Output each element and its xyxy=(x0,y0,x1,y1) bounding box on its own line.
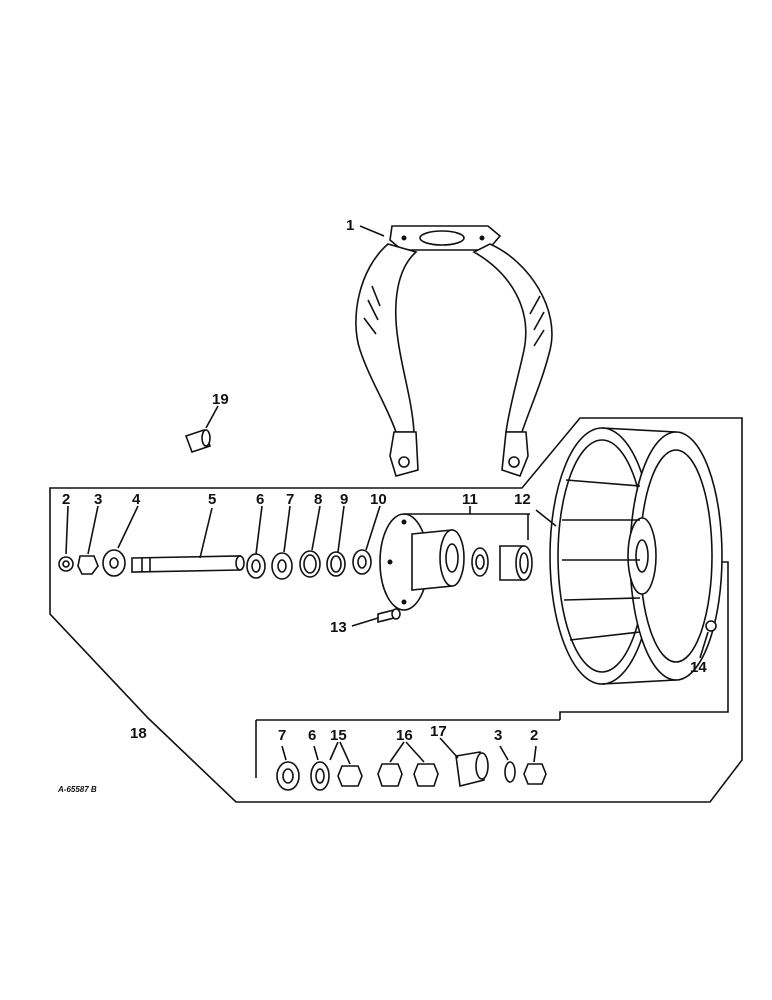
callout-6b: 6 xyxy=(308,727,316,744)
inset-outline xyxy=(255,561,729,778)
axle-5 xyxy=(131,555,245,573)
ring-9 xyxy=(326,551,346,577)
callout-4: 4 xyxy=(132,491,141,508)
fork-yoke xyxy=(355,225,553,477)
bearing-11a xyxy=(471,547,489,577)
nut-2b xyxy=(523,763,547,785)
callout-18: 18 xyxy=(130,725,147,742)
nut-16a xyxy=(377,763,403,787)
spacer-17 xyxy=(455,751,489,787)
nut-15 xyxy=(337,765,363,787)
hub xyxy=(379,513,465,611)
callout-13: 13 xyxy=(330,619,347,636)
callout-3b: 3 xyxy=(494,727,502,744)
callout-7b: 7 xyxy=(278,727,286,744)
callout-17: 17 xyxy=(430,723,447,740)
seal-6b xyxy=(310,761,330,791)
bolt-13 xyxy=(377,608,401,624)
seal-6a xyxy=(246,553,266,579)
washer-3b xyxy=(504,761,516,783)
callout-3a: 3 xyxy=(94,491,102,508)
callout-9: 9 xyxy=(340,491,348,508)
callout-7a: 7 xyxy=(286,491,294,508)
bushing xyxy=(184,428,212,454)
callout-5: 5 xyxy=(208,491,216,508)
leader-lines xyxy=(65,225,709,765)
cup-8 xyxy=(299,550,321,578)
washer-3a xyxy=(77,555,99,575)
reference-code: A-65587 B xyxy=(57,785,97,794)
callout-2a: 2 xyxy=(62,491,70,508)
callout-11: 11 xyxy=(462,491,478,508)
callout-6a: 6 xyxy=(256,491,264,508)
wheel-rim xyxy=(549,427,723,685)
washer-4 xyxy=(102,549,126,577)
callout-12: 12 xyxy=(514,491,531,508)
valve-14 xyxy=(705,620,717,632)
nut-2a xyxy=(58,556,74,572)
cone-7b xyxy=(276,761,300,791)
callout-2b: 2 xyxy=(530,727,538,744)
callout-16: 16 xyxy=(396,727,413,744)
callout-14: 14 xyxy=(690,659,707,676)
ring-10 xyxy=(352,549,372,575)
callout-19: 19 xyxy=(212,391,229,408)
callout-15: 15 xyxy=(330,727,347,744)
nut-16b xyxy=(413,763,439,787)
cone-7a xyxy=(271,552,293,580)
callout-10: 10 xyxy=(370,491,387,508)
callout-1: 1 xyxy=(346,217,354,234)
callout-8: 8 xyxy=(314,491,322,508)
assembly-outline xyxy=(49,417,743,803)
bearing-11b xyxy=(499,545,533,581)
